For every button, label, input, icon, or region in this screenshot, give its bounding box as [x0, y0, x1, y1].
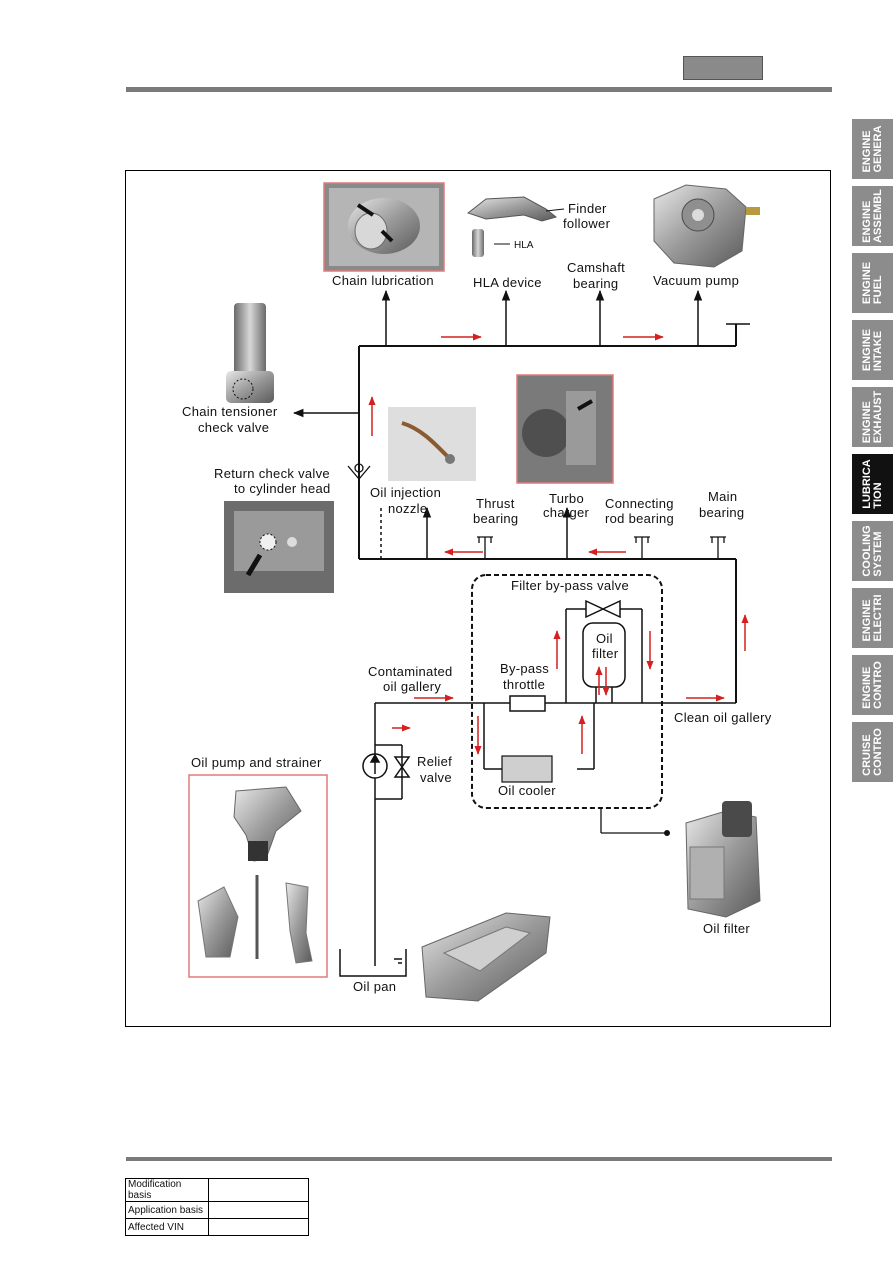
label-filter-box: filter	[592, 646, 619, 661]
chain-tensioner-photo	[226, 303, 274, 403]
label-hla-small: HLA	[514, 240, 534, 251]
footer-rule	[126, 1157, 832, 1161]
label-chain-lubrication: Chain lubrication	[332, 273, 434, 288]
finger-follower-photo	[466, 196, 565, 222]
side-tab-label: ENGINE EXHAUST	[860, 390, 884, 444]
suction-lines	[339, 703, 411, 977]
label-main: Main	[708, 489, 737, 504]
flow-direction-arrows	[368, 333, 749, 755]
side-tab-engine-control[interactable]: ENGINE CONTRO	[852, 655, 893, 715]
label-follower: follower	[563, 216, 611, 231]
label-connecting: Connecting	[605, 496, 674, 511]
side-tab-engine-electrical[interactable]: ENGINE ELECTRI	[852, 588, 893, 648]
section-tab	[683, 56, 763, 80]
oil-injection-nozzle-photo	[388, 407, 476, 481]
label-clean-oil-gallery: Clean oil gallery	[674, 710, 772, 725]
label-camshaft-bearing: bearing	[573, 276, 618, 291]
label-finder: Finder	[568, 201, 607, 216]
label-camshaft: Camshaft	[567, 260, 625, 275]
table-key: Application basis	[125, 1201, 209, 1219]
label-filter-bypass-valve: Filter by-pass valve	[511, 578, 629, 593]
label-main-bearing: bearing	[699, 505, 744, 520]
turbocharger-photo	[516, 374, 614, 484]
oil-filter-photo	[685, 801, 761, 918]
label-oil-cooler: Oil cooler	[498, 783, 556, 798]
table-value	[208, 1218, 309, 1236]
label-vacuum-pump: Vacuum pump	[653, 273, 739, 288]
diagram-labels: Chain lubrication Finder follower HLA HL…	[182, 201, 772, 994]
label-oil-injection: Oil injection	[370, 485, 441, 500]
side-tab-label: CRUISE CONTRO	[860, 728, 884, 776]
check-valve-symbol	[347, 463, 371, 481]
branch-arrows	[292, 289, 703, 559]
bearing-symbols	[477, 536, 726, 559]
label-nozzle: nozzle	[388, 501, 427, 516]
side-tab-engine-fuel[interactable]: ENGINE FUEL	[852, 253, 893, 313]
filter-module	[375, 574, 736, 836]
table-key: Affected VIN	[125, 1218, 209, 1236]
label-hla-device: HLA device	[473, 275, 542, 290]
label-contaminated: Contaminated	[368, 664, 453, 679]
label-oil-filter: Oil filter	[703, 921, 750, 936]
table-row: Application basis	[125, 1201, 309, 1219]
label-return-check-valve: Return check valve	[214, 466, 330, 481]
side-tab-cruise-control[interactable]: CRUISE CONTRO	[852, 722, 893, 782]
label-check-valve: check valve	[198, 420, 269, 435]
label-thrust: Thrust	[476, 496, 515, 511]
table-value	[208, 1201, 309, 1219]
side-tab-engine-exhaust[interactable]: ENGINE EXHAUST	[852, 387, 893, 447]
hla-device-photo	[472, 229, 510, 257]
side-tab-label: ENGINE FUEL	[860, 261, 884, 305]
modification-table: Modification basis Application basis Aff…	[125, 1178, 309, 1236]
side-tab-label: LUBRICA TION	[860, 459, 884, 509]
label-to-cylinder-head: to cylinder head	[234, 481, 331, 496]
chain-lubrication-photo	[323, 182, 445, 272]
side-tab-label: COOLING SYSTEM	[860, 525, 884, 577]
label-charger: charger	[543, 505, 590, 520]
header-rule	[126, 87, 832, 92]
label-throttle: throttle	[503, 677, 545, 692]
table-key: Modification basis	[125, 1178, 209, 1202]
side-tab-label: ENGINE INTAKE	[860, 328, 884, 372]
upper-gallery-lines	[358, 323, 750, 703]
side-tab-engine-intake[interactable]: ENGINE INTAKE	[852, 320, 893, 380]
label-oil-pump-strainer: Oil pump and strainer	[191, 755, 322, 770]
oil-pump-strainer-photo	[188, 774, 328, 978]
side-tab-lubrication[interactable]: LUBRICA TION	[852, 454, 893, 514]
side-tab-label: ENGINE CONTRO	[860, 661, 884, 709]
side-tab-label: ENGINE GENERA	[860, 125, 884, 173]
table-row: Affected VIN	[125, 1218, 309, 1236]
label-turbo: Turbo	[549, 491, 584, 506]
table-value	[208, 1178, 309, 1202]
side-tab-engine-general[interactable]: ENGINE GENERA	[852, 119, 893, 179]
label-relief-valve: valve	[420, 770, 452, 785]
label-rod-bearing: rod bearing	[605, 511, 674, 526]
vacuum-pump-photo	[653, 184, 760, 268]
label-chain-tensioner: Chain tensioner	[182, 404, 278, 419]
table-row: Modification basis	[125, 1178, 309, 1202]
label-oil-filter-box: Oil	[596, 631, 613, 646]
label-oil-gallery: oil gallery	[383, 679, 441, 694]
label-thrust-bearing: bearing	[473, 511, 518, 526]
oil-pan-photo	[421, 912, 551, 1002]
side-tab-engine-assembly[interactable]: ENGINE ASSEMBL	[852, 186, 893, 246]
return-check-valve-photo	[224, 501, 334, 593]
side-tab-label: ENGINE ELECTRI	[860, 594, 884, 642]
label-oil-pan: Oil pan	[353, 979, 396, 994]
lubrication-diagram: Chain lubrication Finder follower HLA HL…	[125, 170, 831, 1027]
label-by-pass: By-pass	[500, 661, 549, 676]
label-relief: Relief	[417, 754, 452, 769]
side-tab-cooling-system[interactable]: COOLING SYSTEM	[852, 521, 893, 581]
side-tab-label: ENGINE ASSEMBL	[860, 189, 884, 243]
